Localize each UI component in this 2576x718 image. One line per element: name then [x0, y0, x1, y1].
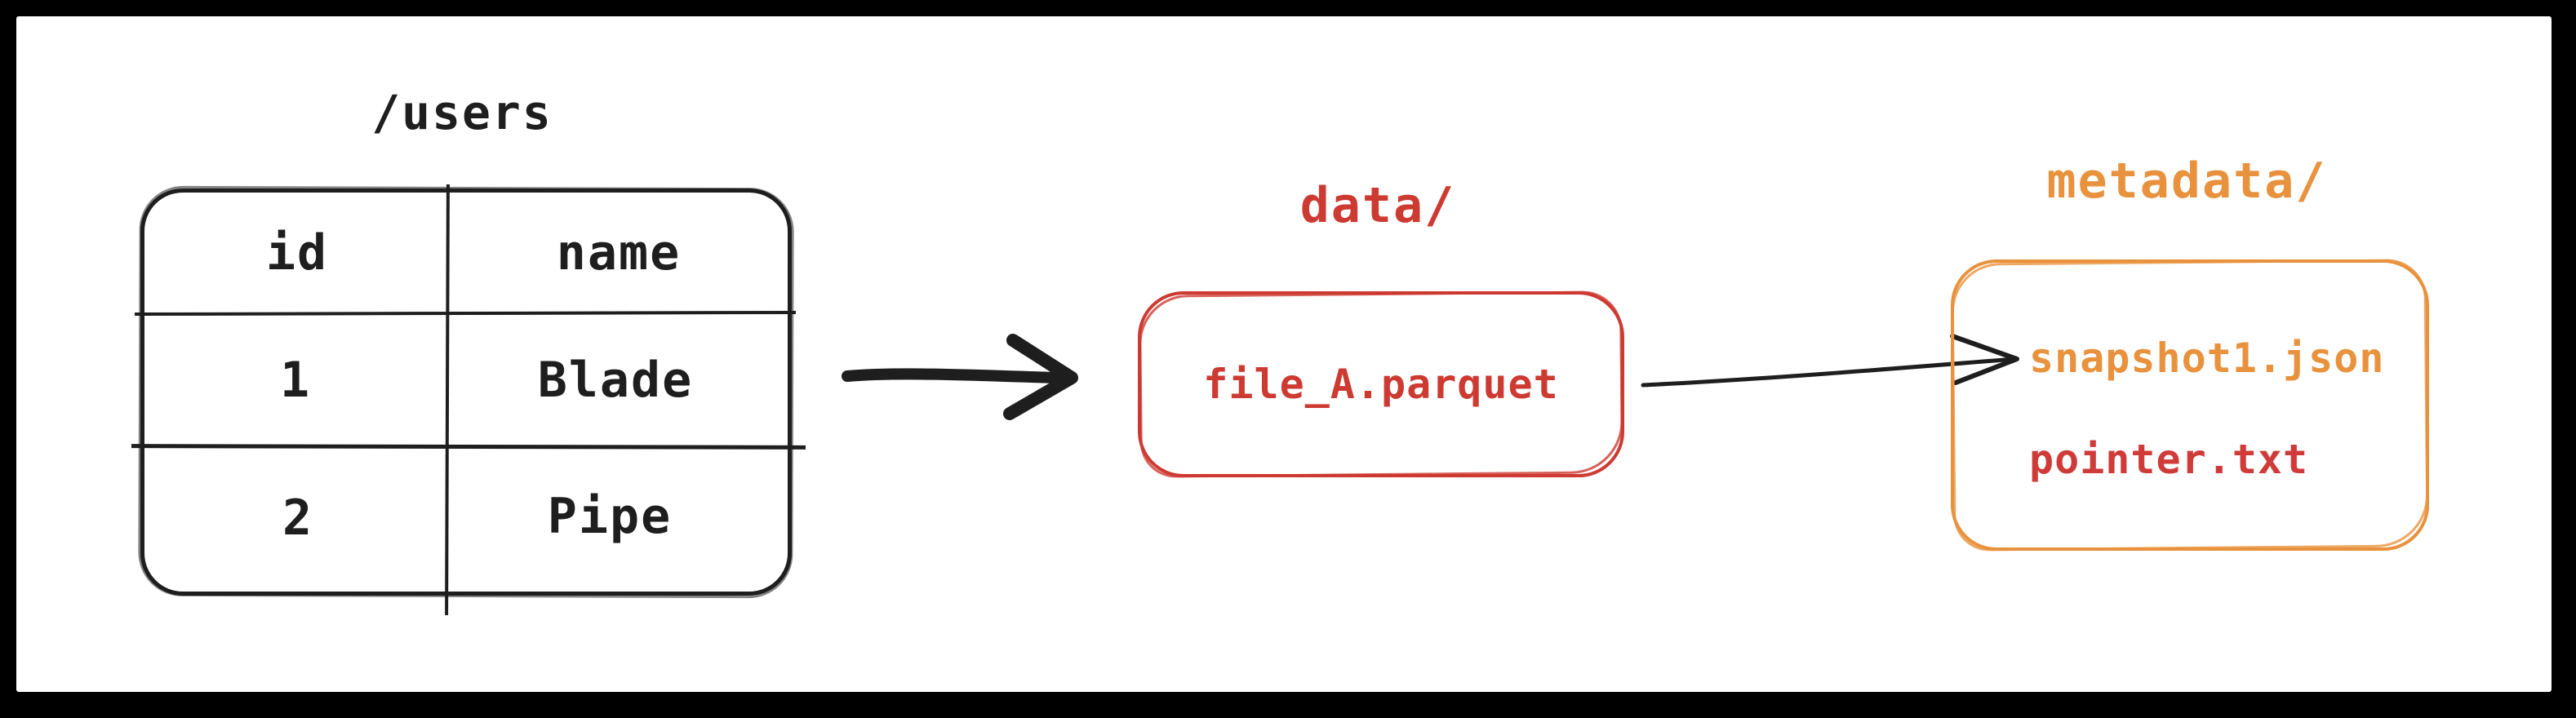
users-table-header-id: id: [265, 224, 329, 281]
users-table: id name 1 Blade 2 Pipe: [131, 184, 806, 616]
diagram-canvas: /users id name 1 Blade 2 Pipe: [16, 16, 2552, 692]
users-table-header-name: name: [556, 224, 682, 281]
file-parquet-label: file_A.parquet: [1203, 361, 1559, 408]
users-table-row2-name: Pipe: [547, 488, 673, 545]
file-pointer-txt-label: pointer.txt: [2029, 436, 2309, 483]
data-folder-box: file_A.parquet: [1138, 291, 1624, 477]
metadata-folder-label: metadata/: [2046, 153, 2327, 210]
users-table-row1-name: Blade: [537, 352, 694, 409]
file-snapshot-json-label: snapshot1.json: [2029, 335, 2385, 382]
users-table-row1-id: 1: [279, 352, 312, 409]
data-folder-label: data/: [1299, 177, 1456, 234]
users-table-row2-id: 2: [282, 490, 314, 547]
arrow-table-to-data-icon: [842, 334, 1078, 420]
metadata-folder-box: snapshot1.json pointer.txt: [1951, 259, 2429, 551]
users-table-title: /users: [371, 85, 553, 140]
